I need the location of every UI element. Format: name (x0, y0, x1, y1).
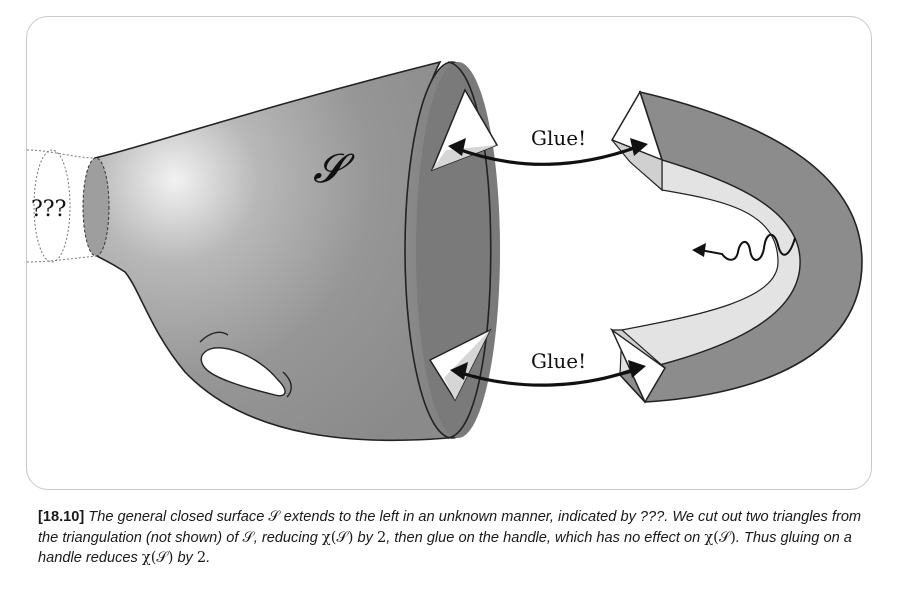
caption-surface-symbol-1: 𝒮 (268, 508, 280, 525)
caption-text-8: . (206, 550, 211, 566)
caption-number-2-b: 2 (196, 549, 207, 566)
glue-label-bottom: Glue! (531, 349, 586, 373)
caption-euler-char-3: χ(𝒮) (141, 549, 174, 566)
caption-euler-char-1: χ(𝒮) (321, 528, 354, 546)
caption-surface-symbol-2: 𝒮 (242, 528, 254, 546)
surface-hole (199, 331, 292, 398)
caption-text-4: by (353, 529, 377, 546)
caption-text-2: extends to the left in an unknown manner… (38, 509, 862, 546)
caption-text-6: . Thus gluing on a handle reduces (38, 529, 852, 567)
handle (610, 90, 863, 404)
glue-arrow-bottom (450, 360, 646, 387)
figure-number: [18.10] (38, 509, 85, 525)
neck-ellipse (82, 157, 110, 257)
squiggle-arrow (692, 233, 796, 261)
unknown-extension (26, 149, 98, 263)
caption-text-5: , then glue on the handle, which has no … (386, 529, 705, 546)
caption-number-2-a: 2 (376, 528, 387, 546)
caption-text-3: , reducing (253, 529, 322, 546)
glue-arrow-top (448, 138, 648, 166)
glue-label-top: Glue! (531, 126, 586, 150)
unknown-label: ??? (31, 197, 66, 222)
figure-caption: [18.10] The general closed surface 𝒮 ext… (38, 507, 878, 569)
caption-text-7: by (173, 550, 197, 566)
surface-triangle-top (430, 88, 499, 172)
caption-text-1: The general closed surface (84, 509, 269, 525)
caption-euler-char-2: χ(𝒮) (704, 528, 736, 546)
